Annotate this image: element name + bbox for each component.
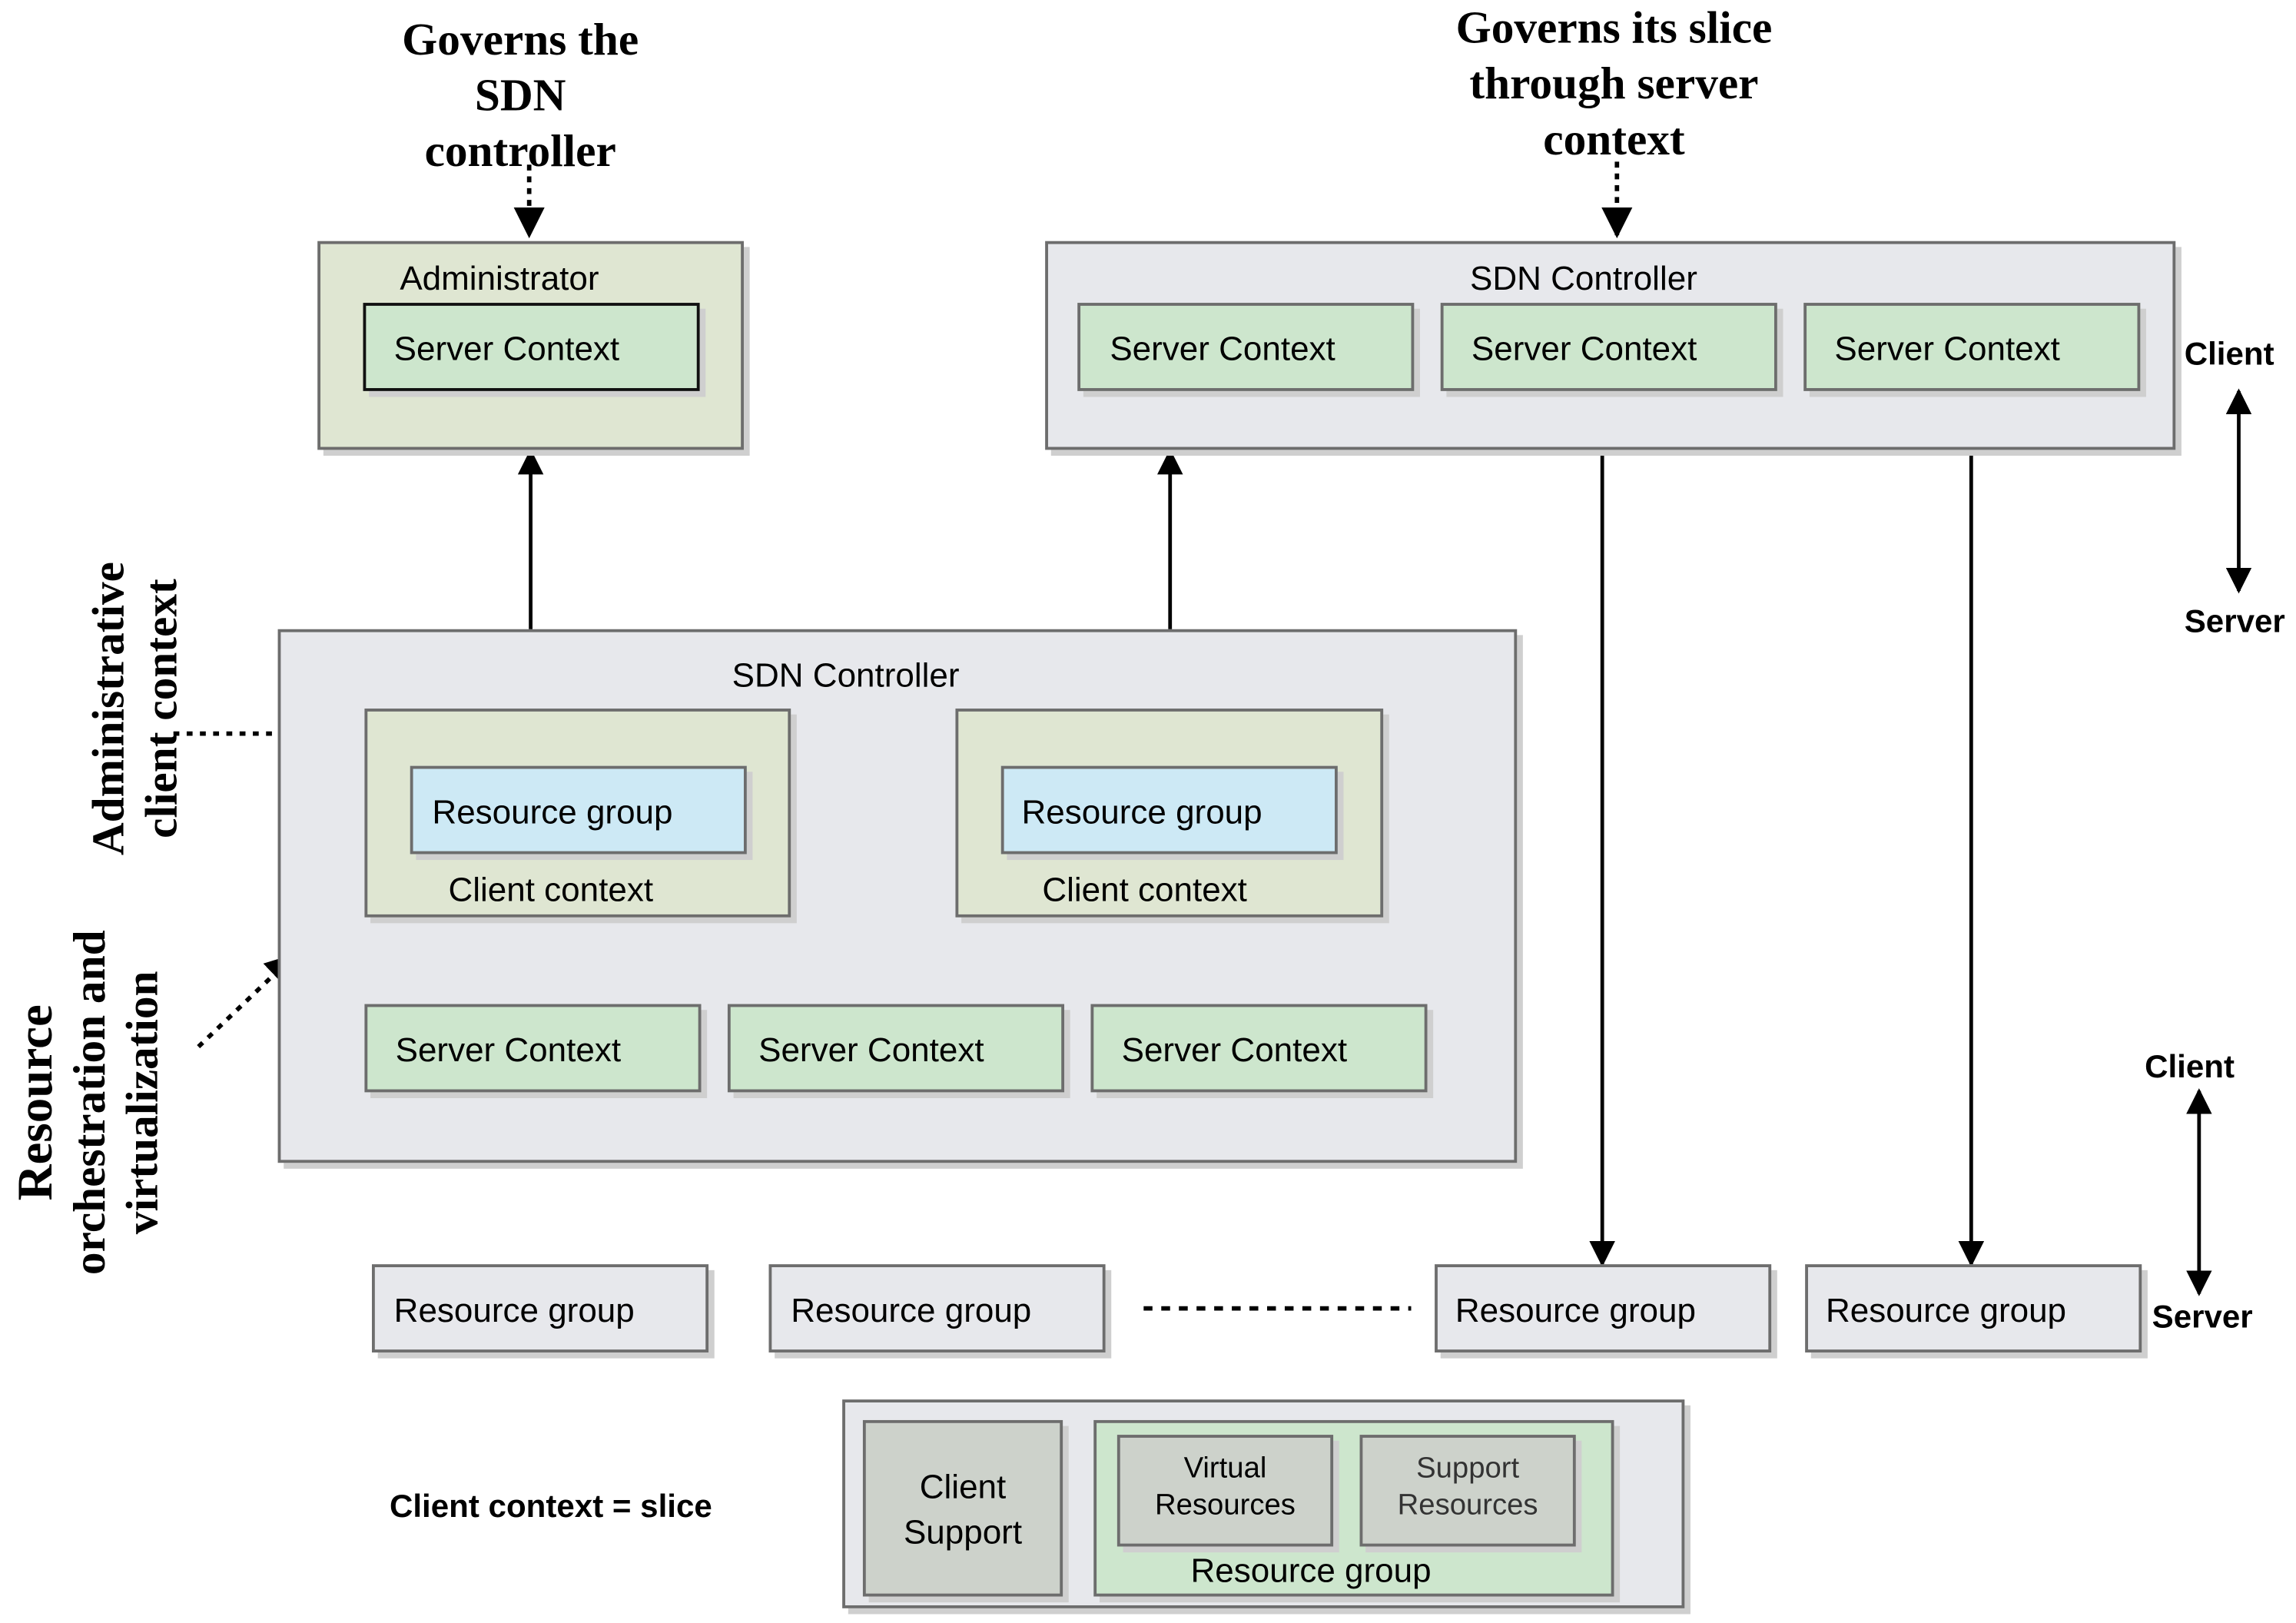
annotation-line: SDN xyxy=(474,68,566,121)
client-label-lower: Client xyxy=(2145,1047,2235,1085)
server-label-upper: Server xyxy=(2184,602,2285,640)
client-support-line-2: Support xyxy=(903,1512,1023,1552)
client-context-2: Resource group Client context xyxy=(955,709,1384,918)
legend-equation: Client context = slice xyxy=(389,1487,712,1525)
top-server-context-3: Server Context xyxy=(1803,303,2141,391)
server-context-label: Server Context xyxy=(1471,329,1697,368)
legend-support-resources: Support Resources xyxy=(1359,1435,1576,1547)
administrator-box: Administrator Server Context xyxy=(317,241,744,450)
top-sdn-controller: SDN Controller Server Context Server Con… xyxy=(1045,241,2176,450)
resource-group-label: Resource group xyxy=(432,792,673,831)
resource-group-box-2: Resource group xyxy=(768,1264,1106,1352)
annotation-line: client context xyxy=(134,579,187,838)
server-context-label: Server Context xyxy=(1121,1031,1348,1069)
server-label-lower: Server xyxy=(2152,1298,2253,1336)
resource-group-label: Resource group xyxy=(1825,1290,2067,1329)
governs-sdn-controller-annotation: Governs the SDN controller xyxy=(373,12,668,179)
resource-group-box-1: Resource group xyxy=(371,1264,709,1352)
support-resources-line-1: Support xyxy=(1416,1452,1520,1485)
top-server-context-2: Server Context xyxy=(1440,303,1777,391)
main-server-context-3: Server Context xyxy=(1090,1004,1428,1093)
client-context-label: Client context xyxy=(448,870,654,909)
server-context-label: Server Context xyxy=(1834,329,2060,368)
client-context-label: Client context xyxy=(1042,870,1247,909)
server-context-label: Server Context xyxy=(393,329,620,368)
resource-group-label: Resource group xyxy=(1455,1290,1696,1329)
main-server-context-1: Server Context xyxy=(364,1004,702,1093)
governs-slice-annotation: Governs its slice through server context xyxy=(1411,0,1817,168)
server-context-label: Server Context xyxy=(395,1031,622,1069)
legend-resource-group-label: Resource group xyxy=(1190,1551,1432,1589)
resource-group-1: Resource group xyxy=(410,765,747,855)
annotation-line: orchestration and xyxy=(63,930,115,1276)
annotation-line: virtualization xyxy=(116,971,168,1235)
resource-group-box-3: Resource group xyxy=(1435,1264,1772,1352)
support-resources-line-2: Resources xyxy=(1397,1489,1538,1522)
legend-box: Client Support Virtual Resources Support… xyxy=(842,1399,1685,1608)
legend-resource-group: Virtual Resources Support Resources Reso… xyxy=(1093,1419,1614,1597)
client-support-line-1: Client xyxy=(919,1467,1007,1505)
main-sdn-controller: SDN Controller Resource group Client con… xyxy=(277,629,1518,1163)
administrative-client-context-annotation: Administrative client context xyxy=(82,533,188,885)
administrator-server-context: Server Context xyxy=(363,303,700,391)
virtual-resources-line-2: Resources xyxy=(1155,1489,1296,1522)
legend-client-support: Client Support xyxy=(862,1419,1063,1597)
virtual-resources-line-1: Virtual xyxy=(1183,1452,1267,1485)
resource-group-label: Resource group xyxy=(393,1290,635,1329)
server-context-label: Server Context xyxy=(1110,329,1335,368)
client-label-upper: Client xyxy=(2184,335,2274,372)
resource-orchestration-annotation: Resource orchestration and virtualizatio… xyxy=(8,889,169,1316)
annotation-line: Resource xyxy=(8,1004,64,1201)
top-sdn-controller-title: SDN Controller xyxy=(1470,258,1697,297)
resource-group-box-4: Resource group xyxy=(1805,1264,2142,1352)
annotation-line: Governs the xyxy=(402,13,639,65)
resource-group-label: Resource group xyxy=(1021,792,1262,831)
annotation-line: through server xyxy=(1469,57,1759,109)
annotation-line: Administrative xyxy=(82,562,134,856)
main-server-context-2: Server Context xyxy=(727,1004,1065,1093)
annotation-line: controller xyxy=(424,124,616,177)
server-context-label: Server Context xyxy=(758,1031,984,1069)
administrator-title: Administrator xyxy=(400,258,599,297)
resource-group-2: Resource group xyxy=(1000,765,1338,855)
annotation-line: Governs its slice xyxy=(1455,1,1773,53)
annotation-line: context xyxy=(1543,113,1685,165)
legend-virtual-resources: Virtual Resources xyxy=(1116,1435,1334,1547)
main-sdn-controller-title: SDN Controller xyxy=(732,656,960,694)
client-context-1: Resource group Client context xyxy=(364,709,791,918)
top-server-context-1: Server Context xyxy=(1077,303,1415,391)
resource-group-label: Resource group xyxy=(791,1290,1032,1329)
